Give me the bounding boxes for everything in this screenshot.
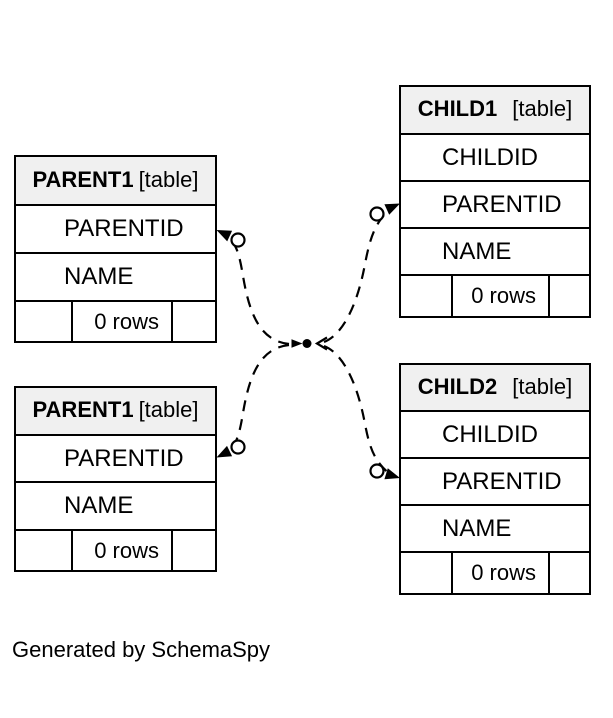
arrowhead-parent1-bottom — [216, 445, 233, 458]
row-count: 0 rows — [471, 283, 536, 308]
footer-right-cell — [548, 553, 589, 593]
edge-to-child1 — [323, 207, 392, 344]
footer-left-cell — [16, 302, 73, 341]
open-circle-child2 — [369, 463, 385, 479]
edge-to-child2 — [323, 344, 392, 476]
row-count: 0 rows — [94, 537, 159, 563]
table-header: CHILD2 [table] — [401, 365, 589, 410]
table-type-label: [table] — [512, 374, 573, 399]
table-node-child2[interactable]: CHILD2 [table] CHILDID PARENTID NAME 0 ro… — [399, 363, 591, 595]
column-row-name: NAME — [16, 481, 215, 529]
column-row-name: NAME — [16, 252, 215, 300]
footer-left-cell — [16, 531, 73, 570]
column-row-parentid: PARENTID — [401, 457, 589, 504]
footer-right-cell — [171, 531, 215, 570]
table-type-label: [table] — [138, 167, 199, 192]
table-footer: 0 rows — [16, 300, 215, 341]
open-circle-parent1-bottom — [230, 439, 246, 455]
column-row-parentid: PARENTID — [401, 180, 589, 227]
edge-to-parent1-bottom — [226, 343, 290, 454]
arrowhead-child2 — [384, 468, 400, 480]
table-header: PARENT1[table] — [16, 157, 215, 204]
junction-solid-arrow — [291, 339, 303, 348]
generated-by-caption: Generated by SchemaSpy — [12, 637, 271, 662]
table-header: PARENT1[table] — [16, 388, 215, 434]
table-type-label: [table] — [138, 397, 199, 422]
row-count: 0 rows — [94, 308, 159, 334]
open-circle-parent1-top — [230, 232, 246, 248]
row-count: 0 rows — [471, 560, 536, 585]
table-footer: 0 rows — [16, 529, 215, 570]
table-node-parent1-top[interactable]: PARENT1[table] PARENTID NAME 0 rows — [14, 155, 217, 343]
column-row-parentid: PARENTID — [16, 434, 215, 481]
column-row-name: NAME — [401, 227, 589, 274]
junction-open-arrow — [314, 336, 328, 351]
table-name: PARENT1 — [32, 397, 134, 422]
arrowhead-child1 — [384, 203, 400, 215]
column-row-childid: CHILDID — [401, 133, 589, 180]
column-row-childid: CHILDID — [401, 410, 589, 457]
table-name: CHILD1 — [417, 96, 498, 121]
table-node-parent1-bottom[interactable]: PARENT1[table] PARENTID NAME 0 rows — [14, 386, 217, 572]
footer-right-cell — [548, 276, 589, 316]
footer-left-cell — [401, 276, 453, 316]
footer-left-cell — [401, 553, 453, 593]
table-type-label: [table] — [512, 96, 573, 121]
table-name: PARENT1 — [32, 167, 134, 192]
open-circle-child1 — [369, 206, 385, 222]
table-name: CHILD2 — [417, 374, 498, 399]
table-footer: 0 rows — [401, 274, 589, 316]
arrowhead-parent1-top — [216, 230, 233, 242]
junction-dot — [302, 339, 312, 348]
column-row-parentid: PARENTID — [16, 204, 215, 252]
table-footer: 0 rows — [401, 551, 589, 593]
footer-right-cell — [171, 302, 215, 341]
table-node-child1[interactable]: CHILD1 [table] CHILDID PARENTID NAME 0 ro… — [399, 85, 591, 318]
table-header: CHILD1 [table] — [401, 87, 589, 133]
edge-to-parent1-top — [226, 234, 290, 346]
column-row-name: NAME — [401, 504, 589, 551]
